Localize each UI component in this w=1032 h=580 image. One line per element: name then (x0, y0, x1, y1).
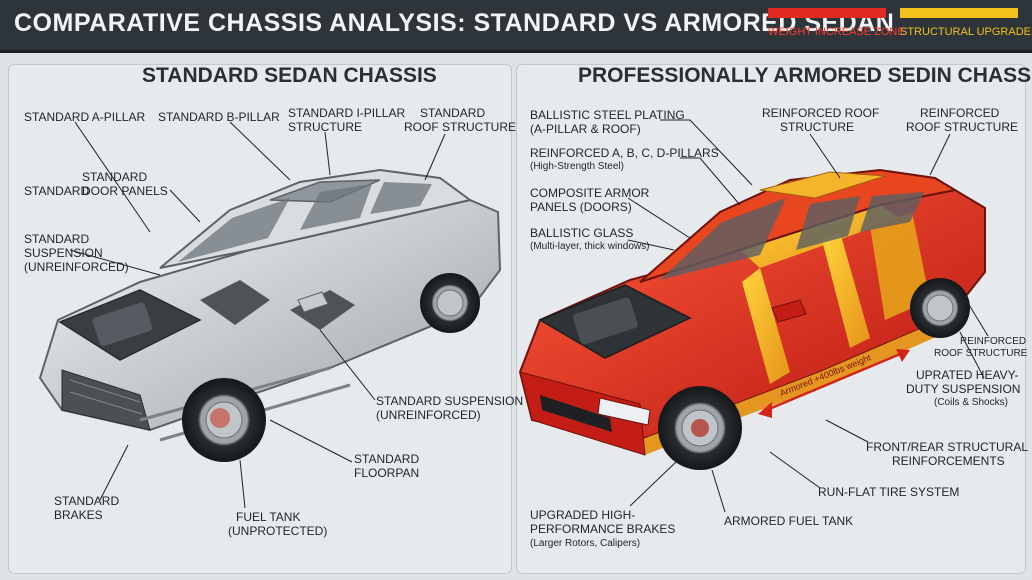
page-title: COMPARATIVE CHASSIS ANALYSIS: STANDARD V… (14, 9, 895, 37)
label-arm-susp-1: UPRATED HEAVY- (916, 368, 1019, 382)
label-arm-pillars-2: (High-Strength Steel) (530, 161, 624, 172)
label-arm-brakes-3: (Larger Rotors, Calipers) (530, 538, 641, 549)
left-panel-title: STANDARD SEDAN CHASSIS (142, 64, 437, 87)
label-arm-brakes-2: PERFORMANCE BRAKES (530, 522, 676, 536)
label-arm-struct-1: FRONT/REAR STRUCTURAL (866, 440, 1029, 454)
label-std-i-pillar-2: STRUCTURE (288, 120, 362, 134)
label-std-a-pillar: STANDARD A-PILLAR (24, 110, 146, 124)
header-bar: COMPARATIVE CHASSIS ANALYSIS: STANDARD V… (0, 0, 1032, 53)
armored-car (518, 168, 986, 470)
left-leaders (69, 121, 446, 509)
label-arm-roof-a-1: REINFORCED ROOF (762, 106, 880, 120)
label-arm-struct-2: REINFORCEMENTS (892, 454, 1005, 468)
legend-label-weight: WEIGHT INCREASE ZONE (768, 26, 905, 38)
label-std-brakes-1: STANDARD (54, 494, 120, 508)
label-arm-fuel: ARMORED FUEL TANK (724, 514, 854, 528)
label-arm-ballistic-1: BALLISTIC STEEL PLATING (530, 108, 685, 122)
label-arm-pillars-1: REINFORCED A, B, C, D-PILLARS (530, 146, 719, 160)
label-std-door-1: STANDARD (82, 170, 148, 184)
label-arm-roof-c-1: REINFORCED (960, 336, 1027, 347)
label-std-floor-2: FLOORPAN (354, 466, 420, 480)
label-std-fuel-1: FUEL TANK (236, 510, 301, 524)
legend-swatch-structural (900, 8, 1018, 18)
label-std-susp-b-2: (UNREINFORCED) (376, 408, 481, 422)
label-std-roof-1: STANDARD (420, 106, 486, 120)
label-arm-ballistic-2: (A-PILLAR & ROOF) (530, 122, 641, 136)
label-arm-susp-2: DUTY SUSPENSION (906, 382, 1021, 396)
label-std-floor-1: STANDARD (354, 452, 420, 466)
label-std-susp-a-1: STANDARD (24, 232, 90, 246)
right-panel-title: PROFESSIONALLY ARMORED SEDIN CHASSIS (578, 64, 1032, 87)
label-std-fuel-2: (UNPROTECTED) (228, 524, 328, 538)
label-arm-roof-c-2: ROOF STRUCTURE (934, 348, 1028, 359)
label-std-susp-a-2: SUSPENSION (24, 246, 103, 260)
label-arm-glass-2: (Multi-layer, thick windows) (530, 241, 650, 252)
label-std-b-pillar: STANDARD B-PILLAR (158, 110, 280, 124)
label-std-roof-2: ROOF STRUCTURE (404, 120, 516, 134)
label-arm-composite-1: COMPOSITE ARMOR (530, 186, 650, 200)
label-arm-roof-b-1: REINFORCED (920, 106, 1000, 120)
label-std-susp-a-3: (UNREINFORCED) (24, 260, 129, 274)
label-std-brakes-2: BRAKES (54, 508, 103, 522)
label-arm-composite-2: PANELS (DOORS) (530, 200, 632, 214)
label-arm-runflat: RUN-FLAT TIRE SYSTEM (818, 485, 960, 499)
label-arm-roof-a-2: STRUCTURE (780, 120, 854, 134)
legend-swatch-weight (768, 8, 886, 18)
label-arm-susp-3: (Coils & Shocks) (934, 397, 1008, 408)
label-arm-brakes-1: UPGRADED HIGH- (530, 508, 636, 522)
label-std-door-prefix: STANDARD (24, 184, 90, 198)
standard-car (38, 168, 502, 462)
label-arm-glass-1: BALLISTIC GLASS (530, 226, 634, 240)
label-std-i-pillar-1: STANDARD I-PILLAR (288, 106, 406, 120)
label-std-susp-b-1: STANDARD SUSPENSION (376, 394, 524, 408)
legend-label-structural: STRUCTURAL UPGRADES (900, 26, 1032, 38)
right-leaders (627, 119, 989, 513)
label-arm-roof-b-2: ROOF STRUCTURE (906, 120, 1018, 134)
label-std-door-2: DOOR PANELS (82, 184, 168, 198)
